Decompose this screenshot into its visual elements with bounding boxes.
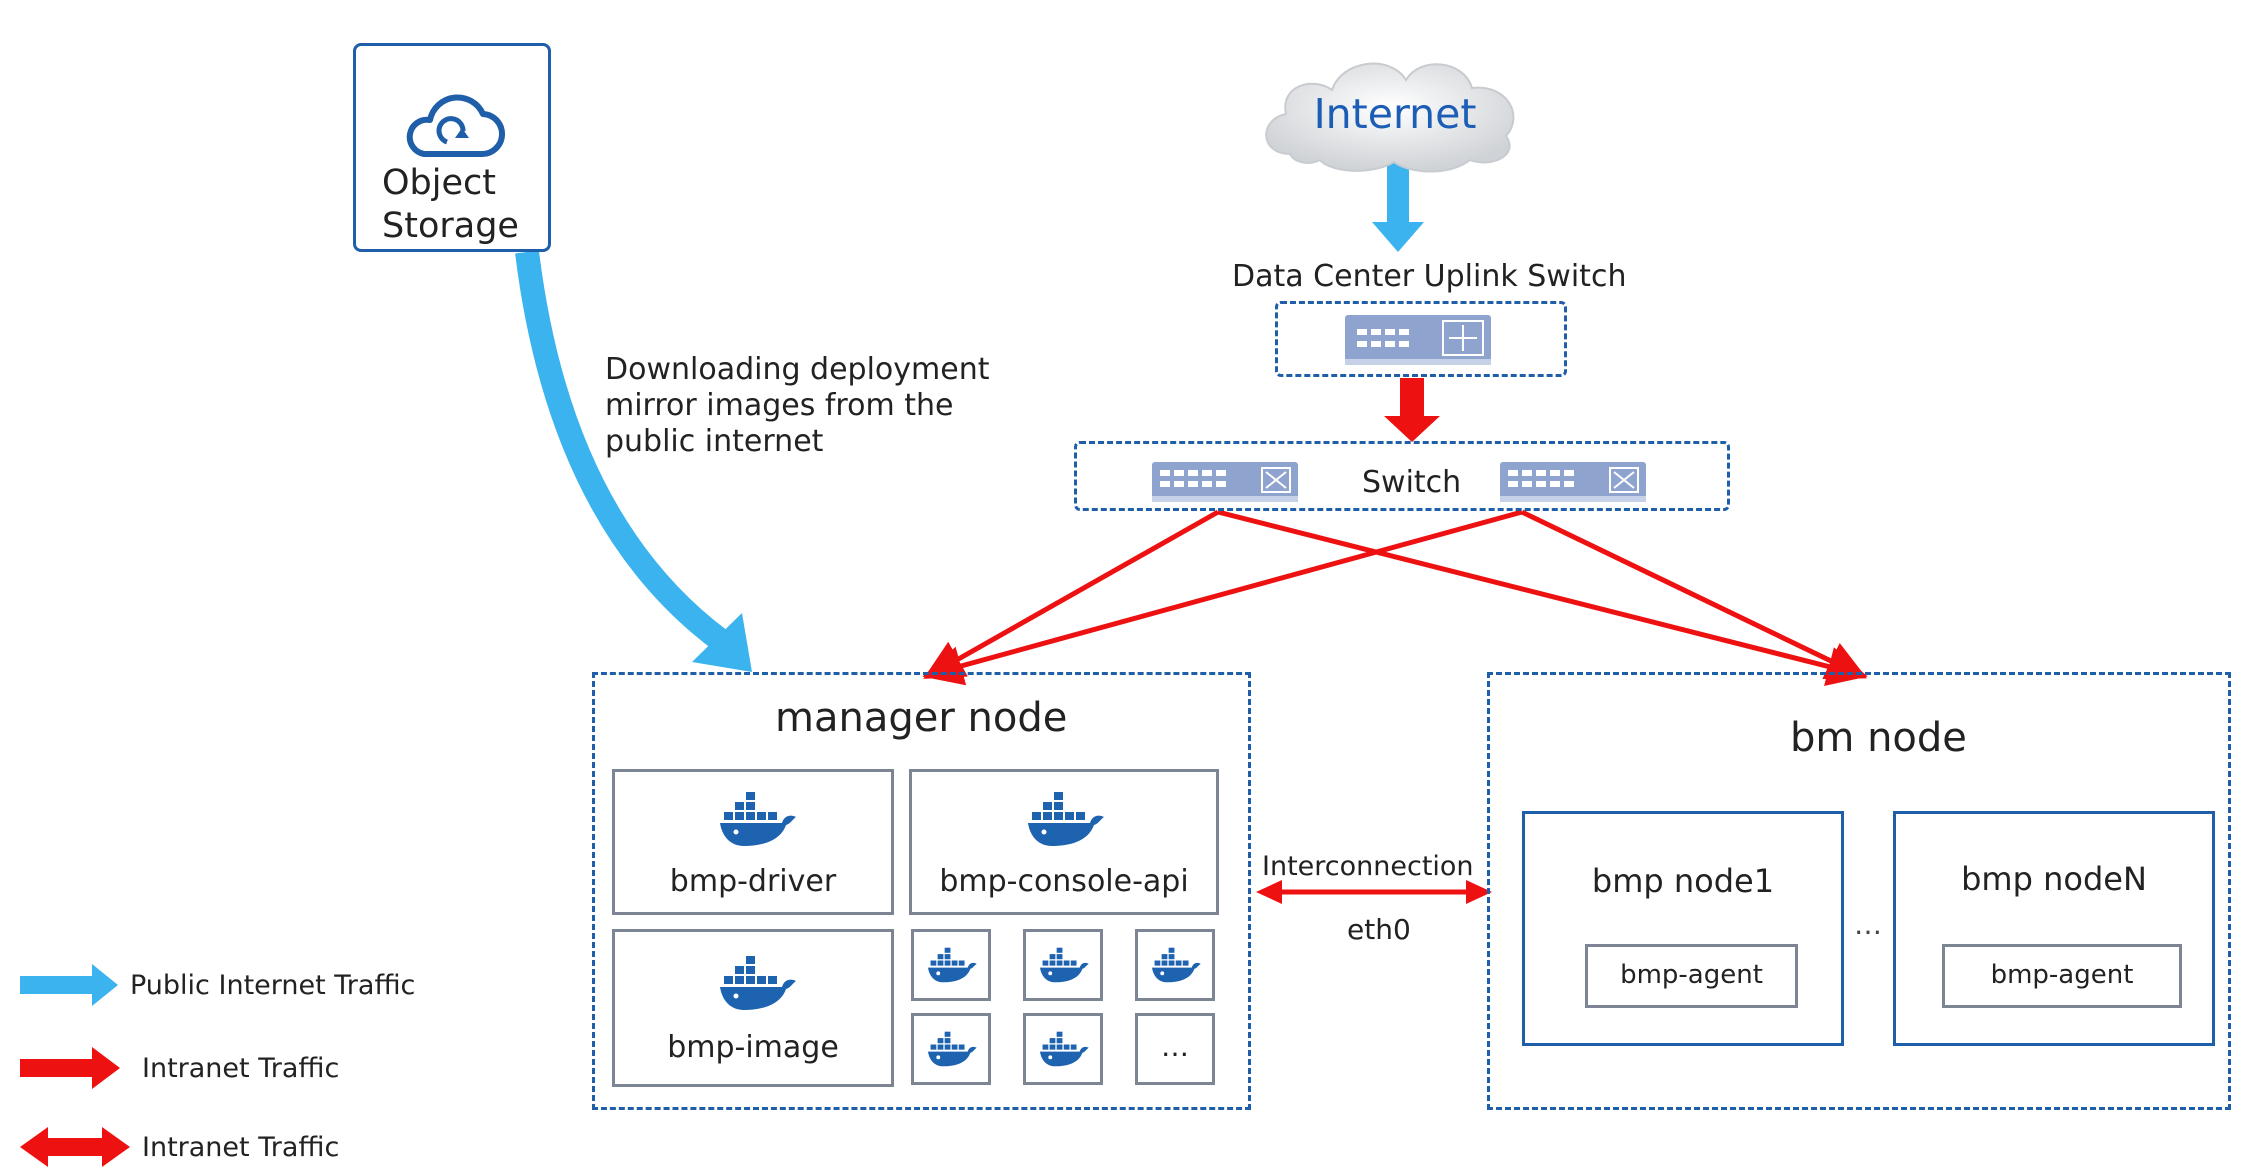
legend-intranet-arrow [20,1047,120,1089]
container-tile [1023,929,1103,1001]
bmp-agent-box: bmp-agent [1942,944,2182,1008]
internet-label: Internet [1313,90,1477,138]
switch-icon-right [1500,462,1646,502]
container-tile [1135,929,1215,1001]
public-download-arrow [515,250,728,650]
switch-label: Switch [1362,465,1462,500]
legend-public-arrow [20,964,118,1006]
bmp-nodes-ellipsis: … [1854,908,1882,941]
more-ellipsis: … [1161,1030,1189,1063]
legend-intranet-double-label: Intranet Traffic [142,1132,340,1163]
bmp-agent-label: bmp-agent [1620,960,1763,990]
bmp-agent-label: bmp-agent [1990,960,2134,990]
cloud-upload-icon [406,94,506,158]
object-storage-box: Object Storage [353,43,551,252]
service-bmp-console-api: bmp-console-api [909,769,1219,915]
switch-link-1 [923,509,1220,679]
service-label: bmp-image [667,1030,839,1065]
container-tile [911,1013,991,1085]
service-bmp-driver: bmp-driver [612,769,894,915]
service-label: bmp-console-api [939,864,1189,899]
switch-link-2 [922,509,1523,686]
container-tile-more: … [1135,1013,1215,1085]
bm-node-title: bm node [1790,715,1967,761]
interconnect-head-right [1466,880,1492,904]
legend-intranet-double-arrow [20,1127,130,1167]
docker-icon [1040,1031,1089,1067]
interconnection-label: Interconnection [1262,851,1474,882]
public-download-arrowhead [692,613,752,672]
internet-cloud-icon [1265,62,1515,173]
object-storage-label: Object Storage [382,163,519,246]
eth0-label: eth0 [1347,913,1411,946]
switch-link-4 [1520,509,1868,679]
uplink-down-arrow-head [1384,416,1440,442]
bmp-node-label: bmp node1 [1591,862,1775,900]
docker-icon [1028,792,1104,846]
uplink-switch-box [1275,301,1567,377]
docker-icon [1152,947,1201,983]
bmp-agent-box: bmp-agent [1585,944,1798,1008]
docker-icon [928,1031,977,1067]
bmp-node-label: bmp nodeN [1961,860,2147,898]
manager-node-box: manager node bmp-driver bmp-console-api [592,672,1251,1110]
switch-icon-left [1152,462,1298,502]
switch-link-3 [1217,509,1868,687]
container-tile [911,929,991,1001]
legend-intranet-label: Intranet Traffic [142,1053,340,1084]
uplink-switch-label: Data Center Uplink Switch [1232,259,1627,294]
service-label: bmp-driver [669,864,837,899]
bmp-node-1: bmp node1 bmp-agent [1522,811,1844,1046]
uplink-switch-icon [1345,315,1491,365]
switch-box [1074,441,1730,511]
service-bmp-image: bmp-image [612,929,894,1087]
container-tile [1023,1013,1103,1085]
uplink-down-arrow-shaft [1400,378,1424,418]
download-note: Downloading deployment mirror images fro… [605,352,990,459]
docker-icon [720,956,796,1010]
bmp-node-n: bmp nodeN bmp-agent [1893,811,2215,1046]
legend-public-label: Public Internet Traffic [130,970,416,1001]
internet-down-arrow-shaft [1387,163,1409,223]
docker-icon [1040,947,1089,983]
manager-node-title: manager node [775,695,1068,741]
docker-icon [928,947,977,983]
interconnect-head-left [1256,880,1282,904]
docker-icon [720,792,796,846]
internet-down-arrow-head [1372,222,1424,252]
bm-node-box: bm node bmp node1 bmp-agent … bmp nodeN … [1487,672,2231,1110]
